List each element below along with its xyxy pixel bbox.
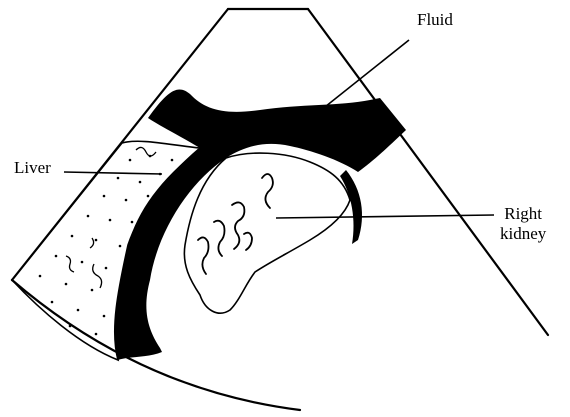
right-kidney-label-line1: Right <box>500 204 546 224</box>
fluid-label: Fluid <box>417 10 453 30</box>
right-kidney-label: Right kidney <box>500 204 546 243</box>
fluid-region <box>115 89 406 360</box>
sector-outline <box>12 9 548 410</box>
kidney-outline <box>184 153 350 313</box>
liver-leader-line <box>64 172 162 174</box>
kidney-calyces <box>198 174 273 274</box>
liver-label: Liver <box>14 158 51 178</box>
right-kidney-label-line2: kidney <box>500 224 546 244</box>
fluid-kidney-edge <box>340 170 362 244</box>
